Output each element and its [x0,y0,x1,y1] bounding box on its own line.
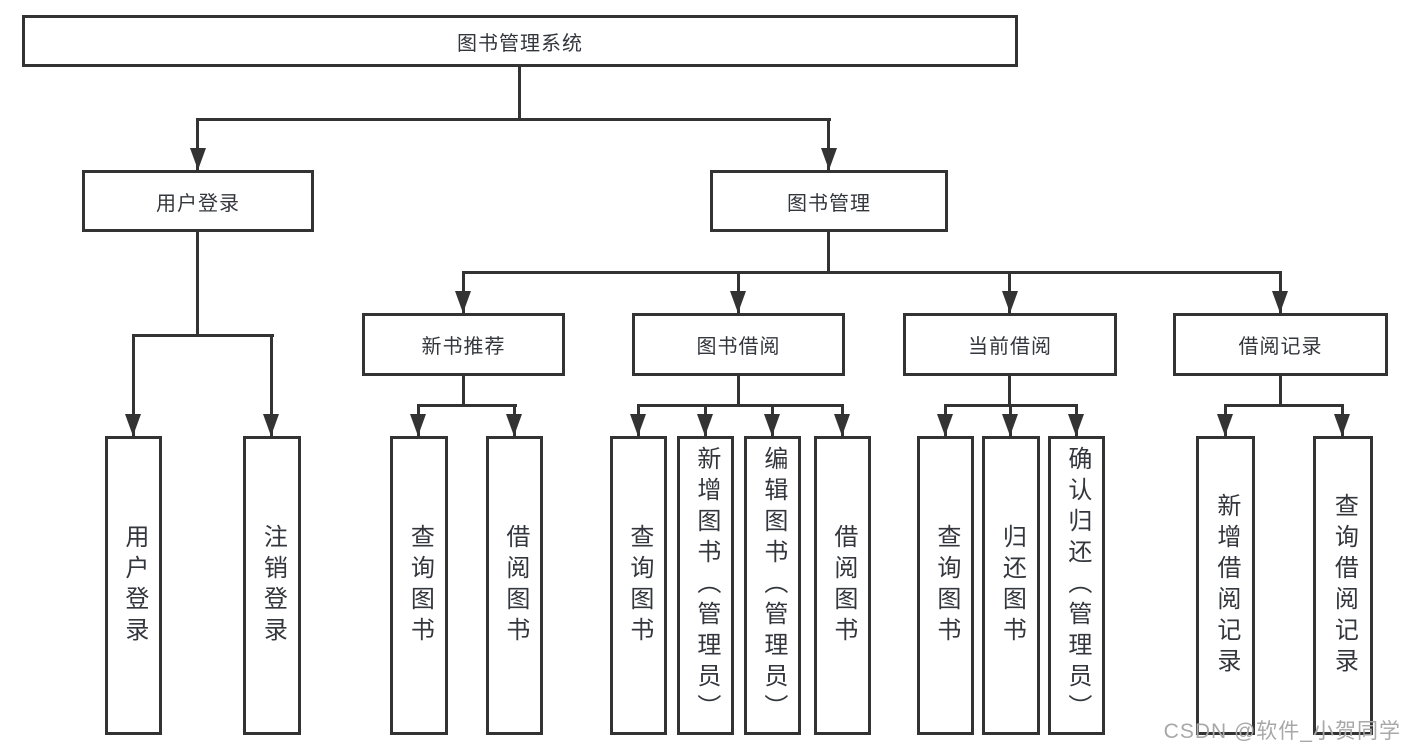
connector-userlogin-drop-2 [270,334,273,436]
node-new-book-recommend: 新书推荐 [362,313,565,376]
connector-root-horizontal [196,118,831,121]
leaf-user-login-label: 用户登录 [120,523,148,648]
connector-borrow-stem [737,376,740,407]
node-book-borrow: 图书借阅 [632,313,845,376]
leaf-newbook-query-books-label: 查询图书 [406,523,434,648]
leaf-current-confirm-return-admin: 确认归还（管理员） [1048,436,1105,735]
node-user-login: 用户登录 [82,170,314,232]
arrowhead-down-icon [190,148,206,170]
node-borrow-records: 借阅记录 [1173,313,1388,376]
arrowhead-down-icon [1068,414,1084,436]
node-root: 图书管理系统 [22,15,1018,67]
arrowhead-down-icon [1217,414,1233,436]
connector-root-drop-right [827,118,830,170]
leaf-current-query-books: 查询图书 [917,436,974,735]
node-book-borrow-label: 图书借阅 [696,336,781,358]
arrowhead-down-icon [1002,414,1018,436]
arrowhead-down-icon [125,414,141,436]
leaf-user-login: 用户登录 [105,436,162,735]
arrowhead-down-icon [764,414,780,436]
leaf-records-query-record-label: 查询借阅记录 [1330,492,1358,679]
arrowhead-down-icon [1334,414,1350,436]
node-book-management: 图书管理 [710,170,948,232]
csdn-watermark: CSDN @软件_小贺同学 [1163,720,1401,743]
leaf-logout-label: 注销登录 [259,523,287,648]
connector-records-stem [1279,376,1282,407]
connector-userlogin-stem [196,232,199,337]
node-current-borrow: 当前借阅 [903,313,1117,376]
arrowhead-down-icon [697,414,713,436]
leaf-newbook-query-books: 查询图书 [390,436,448,735]
connector-newbook-stem [462,376,465,407]
arrowhead-down-icon [410,414,426,436]
leaf-records-add-record-label: 新增借阅记录 [1212,492,1240,679]
connector-current-stem [1008,376,1011,407]
arrowhead-down-icon [630,414,646,436]
leaf-borrow-edit-books-admin-label: 编辑图书（管理员） [759,446,787,725]
connector-borrow-horizontal [637,404,844,407]
connector-newbook-horizontal [417,404,517,407]
leaf-current-return-books-label: 归还图书 [998,523,1026,648]
connector-bookmgmt-stem [827,232,830,274]
leaf-logout: 注销登录 [243,436,301,735]
leaf-borrow-query-books-label: 查询图书 [625,523,653,648]
connector-userlogin-drop-1 [132,334,135,436]
connector-userlogin-horizontal [132,334,274,337]
arrowhead-down-icon [730,291,746,313]
node-borrow-records-label: 借阅记录 [1238,336,1323,358]
arrowhead-down-icon [834,414,850,436]
leaf-current-query-books-label: 查询图书 [932,523,960,648]
arrowhead-down-icon [263,414,279,436]
connector-records-horizontal [1224,404,1344,407]
leaf-records-query-record: 查询借阅记录 [1313,436,1373,735]
arrowhead-down-icon [937,414,953,436]
leaf-borrow-edit-books-admin: 编辑图书（管理员） [744,436,801,735]
leaf-borrow-add-books-admin: 新增图书（管理员） [677,436,734,735]
leaf-newbook-borrow-books: 借阅图书 [486,436,543,735]
leaf-borrow-borrow-books-label: 借阅图书 [829,523,857,648]
leaf-current-return-books: 归还图书 [982,436,1040,735]
leaf-current-confirm-return-admin-label: 确认归还（管理员） [1063,446,1091,725]
leaf-newbook-borrow-books-label: 借阅图书 [501,523,529,648]
connector-root-stem [518,67,521,121]
arrowhead-down-icon [1002,291,1018,313]
arrowhead-down-icon [1272,291,1288,313]
arrowhead-down-icon [455,291,471,313]
node-new-book-recommend-label: 新书推荐 [421,336,506,358]
node-user-login-label: 用户登录 [156,192,240,215]
arrowhead-down-icon [821,148,837,170]
leaf-borrow-query-books: 查询图书 [610,436,667,735]
node-book-management-label: 图书管理 [787,192,871,215]
connector-root-drop-left [196,118,199,170]
connector-bookmgmt-horizontal [462,271,1282,274]
arrowhead-down-icon [506,414,522,436]
leaf-borrow-borrow-books: 借阅图书 [814,436,871,735]
leaf-borrow-add-books-admin-label: 新增图书（管理员） [692,446,720,725]
node-root-label: 图书管理系统 [457,32,583,55]
node-current-borrow-label: 当前借阅 [968,336,1052,358]
leaf-records-add-record: 新增借阅记录 [1196,436,1255,735]
